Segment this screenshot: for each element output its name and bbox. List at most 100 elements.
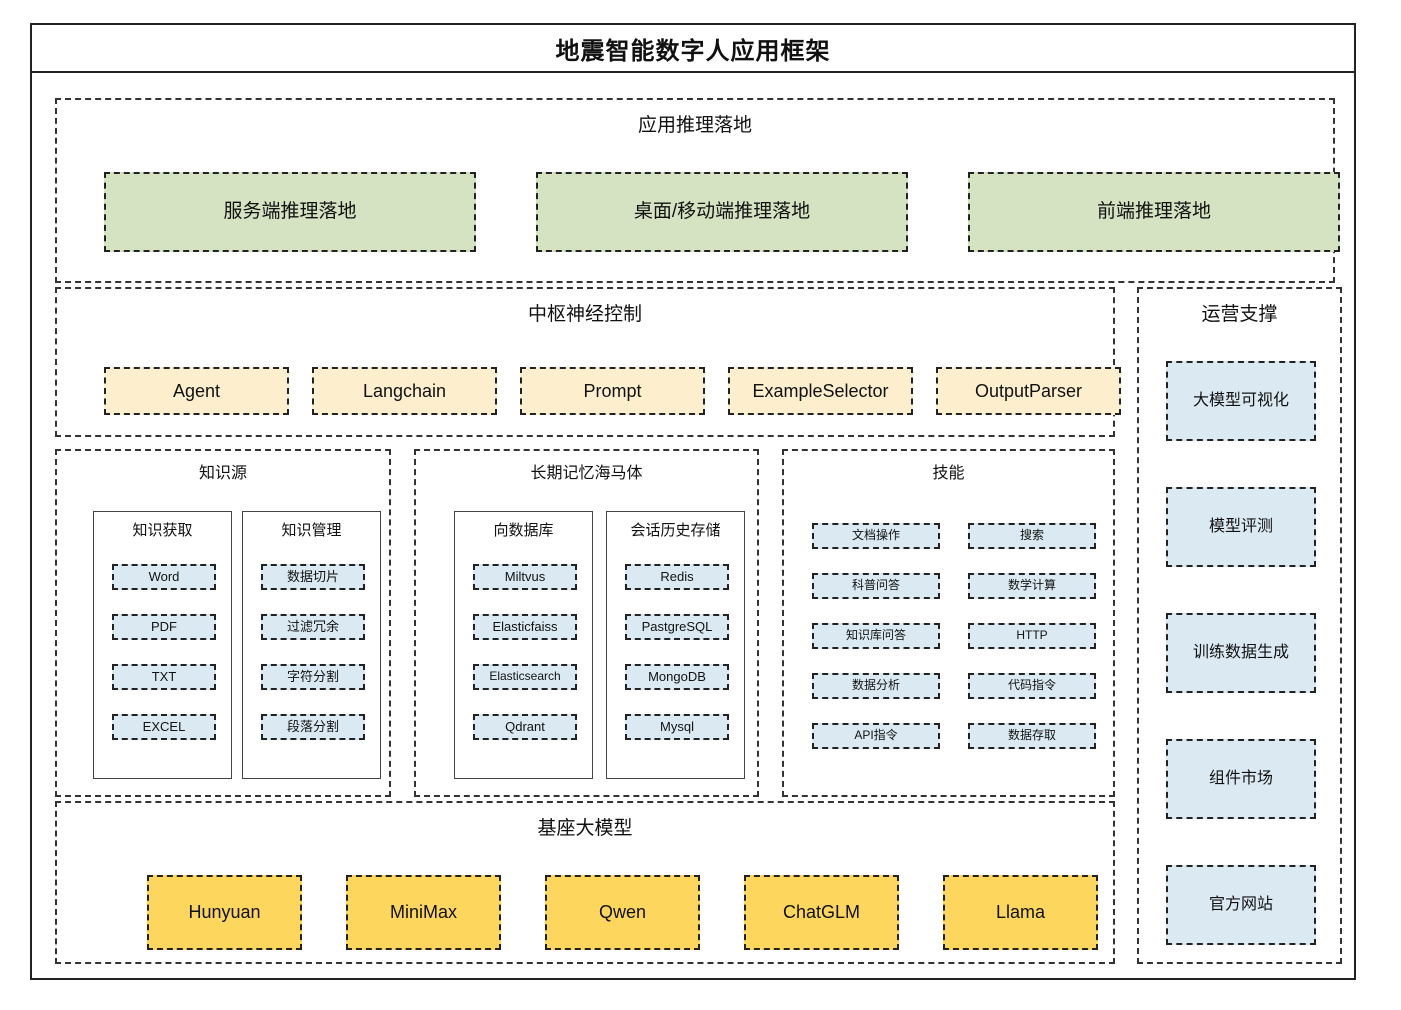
skill-item-science-qa-label: 科普问答: [851, 578, 900, 593]
skill-item-data-access[interactable]: 数据存取: [968, 723, 1096, 749]
panel-knowledge-management: 知识管理 数据切片 过滤冗余 字符分割 段落分割: [242, 511, 381, 779]
skill-item-doc-operation-label: 文档操作: [851, 528, 900, 543]
operations-item-model-visualization[interactable]: 大模型可视化: [1166, 361, 1316, 441]
knowledge-management-item-paragraph-split[interactable]: 段落分割: [261, 714, 365, 740]
knowledge-management-item-data-slicing[interactable]: 数据切片: [261, 564, 365, 590]
deployment-item-server-label: 服务端推理落地: [223, 201, 357, 223]
skill-item-kb-qa[interactable]: 知识库问答: [812, 623, 940, 649]
skill-item-search-label: 搜索: [1019, 528, 1044, 543]
vector-db-item-elasticfaiss[interactable]: Elasticfaiss: [473, 614, 577, 640]
knowledge-management-item-char-split-label: 字符分割: [286, 668, 339, 684]
operations-item-component-market[interactable]: 组件市场: [1166, 739, 1316, 819]
operations-item-official-website-label: 官方网站: [1208, 895, 1273, 913]
skill-item-code-command[interactable]: 代码指令: [968, 673, 1096, 699]
control-item-outputparser[interactable]: OutputParser: [936, 367, 1121, 415]
section-base-models: 基座大模型 Hunyuan MiniMax Qwen ChatGLM Llama: [55, 801, 1115, 964]
base-model-item-qwen[interactable]: Qwen: [545, 875, 700, 950]
knowledge-management-item-filter-redundancy[interactable]: 过滤冗余: [261, 614, 365, 640]
deployment-item-frontend[interactable]: 前端推理落地: [968, 172, 1340, 252]
knowledge-acquisition-item-pdf[interactable]: PDF: [112, 614, 216, 640]
diagram-title-bar: 地震智能数字人应用框架: [32, 25, 1354, 73]
session-history-item-mysql[interactable]: Mysql: [625, 714, 729, 740]
skill-item-science-qa[interactable]: 科普问答: [812, 573, 940, 599]
panel-knowledge-management-title: 知识管理: [281, 522, 342, 539]
operations-item-model-evaluation[interactable]: 模型评测: [1166, 487, 1316, 567]
panel-vector-db: 向数据库 Miltvus Elasticfaiss Elasticsearch …: [454, 511, 593, 779]
skill-item-http[interactable]: HTTP: [968, 623, 1096, 649]
section-knowledge-source-title: 知识源: [198, 465, 247, 482]
skill-item-doc-operation[interactable]: 文档操作: [812, 523, 940, 549]
control-item-outputparser-label: OutputParser: [974, 380, 1083, 401]
vector-db-item-miltvus-label: Miltvus: [504, 568, 546, 584]
session-history-item-pastgresql[interactable]: PastgreSQL: [625, 614, 729, 640]
knowledge-acquisition-item-excel[interactable]: EXCEL: [112, 714, 216, 740]
section-memory-title: 长期记忆海马体: [530, 465, 643, 482]
section-knowledge-source: 知识源 知识获取 Word PDF TXT EXCEL 知识管理: [55, 449, 391, 797]
knowledge-acquisition-item-word[interactable]: Word: [112, 564, 216, 590]
operations-item-official-website[interactable]: 官方网站: [1166, 865, 1316, 945]
vector-db-item-qdrant-label: Qdrant: [505, 718, 545, 734]
base-model-item-llama[interactable]: Llama: [943, 875, 1098, 950]
panel-knowledge-acquisition: 知识获取 Word PDF TXT EXCEL: [93, 511, 232, 779]
base-model-item-minimax-label: MiniMax: [389, 902, 457, 923]
control-item-agent[interactable]: Agent: [104, 367, 289, 415]
skill-item-api-command-label: API指令: [854, 728, 898, 743]
vector-db-item-qdrant[interactable]: Qdrant: [473, 714, 577, 740]
control-item-langchain-label: Langchain: [362, 380, 447, 401]
vector-db-item-elasticsearch[interactable]: Elasticsearch: [473, 664, 577, 690]
session-history-item-redis-label: Redis: [660, 568, 694, 584]
skill-item-data-analysis[interactable]: 数据分析: [812, 673, 940, 699]
session-history-item-pastgresql-label: PastgreSQL: [641, 618, 713, 634]
base-model-item-minimax[interactable]: MiniMax: [346, 875, 501, 950]
base-model-item-llama-label: Llama: [995, 902, 1046, 923]
skill-item-search[interactable]: 搜索: [968, 523, 1096, 549]
section-control: 中枢神经控制 Agent Langchain Prompt ExampleSel…: [55, 287, 1121, 437]
section-operations: 运营支撑 大模型可视化 模型评测 训练数据生成 组件市场 官方网站: [1137, 287, 1342, 964]
panel-session-history: 会话历史存储 Redis PastgreSQL MongoDB Mysql: [606, 511, 745, 779]
vector-db-item-elasticsearch-label: Elasticsearch: [489, 669, 561, 684]
control-item-prompt[interactable]: Prompt: [520, 367, 705, 415]
session-history-item-redis[interactable]: Redis: [625, 564, 729, 590]
session-history-item-mysql-label: Mysql: [660, 718, 694, 734]
control-item-exampleselector[interactable]: ExampleSelector: [728, 367, 913, 415]
session-history-item-mongodb-label: MongoDB: [648, 668, 706, 684]
control-item-langchain[interactable]: Langchain: [312, 367, 497, 415]
deployment-item-desktop-mobile-label: 桌面/移动端推理落地: [633, 201, 811, 223]
vector-db-item-miltvus[interactable]: Miltvus: [473, 564, 577, 590]
page-title: 地震智能数字人应用框架: [555, 37, 831, 65]
deployment-item-desktop-mobile[interactable]: 桌面/移动端推理落地: [536, 172, 908, 252]
skill-item-data-analysis-label: 数据分析: [851, 678, 900, 693]
section-memory: 长期记忆海马体 向数据库 Miltvus Elasticfaiss Elasti…: [414, 449, 759, 797]
knowledge-acquisition-item-pdf-label: PDF: [151, 618, 177, 634]
knowledge-management-item-filter-redundancy-label: 过滤冗余: [286, 618, 339, 634]
panel-session-history-title: 会话历史存储: [630, 522, 721, 539]
knowledge-management-item-paragraph-split-label: 段落分割: [286, 718, 339, 734]
knowledge-acquisition-item-txt-label: TXT: [151, 668, 177, 684]
section-operations-title: 运营支撑: [1201, 304, 1278, 325]
skill-item-kb-qa-label: 知识库问答: [845, 628, 906, 643]
knowledge-management-item-data-slicing-label: 数据切片: [286, 568, 339, 584]
panel-knowledge-acquisition-title: 知识获取: [132, 522, 193, 539]
panel-vector-db-title: 向数据库: [493, 522, 554, 539]
section-deployment: 应用推理落地 服务端推理落地 桌面/移动端推理落地 前端推理落地: [55, 98, 1340, 283]
section-skills: 技能 文档操作 科普问答 知识库问答 数据分析 API指令 搜索 数学计算: [782, 449, 1115, 797]
knowledge-management-item-char-split[interactable]: 字符分割: [261, 664, 365, 690]
deployment-item-server[interactable]: 服务端推理落地: [104, 172, 476, 252]
control-item-agent-label: Agent: [172, 380, 221, 401]
base-model-item-chatglm-label: ChatGLM: [782, 902, 861, 923]
skill-item-math-calc[interactable]: 数学计算: [968, 573, 1096, 599]
section-deployment-title: 应用推理落地: [637, 115, 752, 136]
control-item-exampleselector-label: ExampleSelector: [752, 380, 889, 401]
skill-item-code-command-label: 代码指令: [1007, 678, 1056, 693]
base-model-item-chatglm[interactable]: ChatGLM: [744, 875, 899, 950]
base-model-item-hunyuan[interactable]: Hunyuan: [147, 875, 302, 950]
control-item-prompt-label: Prompt: [583, 380, 642, 401]
skill-item-api-command[interactable]: API指令: [812, 723, 940, 749]
section-base-models-title: 基座大模型: [537, 818, 633, 839]
operations-item-model-evaluation-label: 模型评测: [1208, 517, 1273, 535]
operations-item-training-data-generation-label: 训练数据生成: [1192, 643, 1289, 661]
session-history-item-mongodb[interactable]: MongoDB: [625, 664, 729, 690]
knowledge-acquisition-item-txt[interactable]: TXT: [112, 664, 216, 690]
operations-item-training-data-generation[interactable]: 训练数据生成: [1166, 613, 1316, 693]
